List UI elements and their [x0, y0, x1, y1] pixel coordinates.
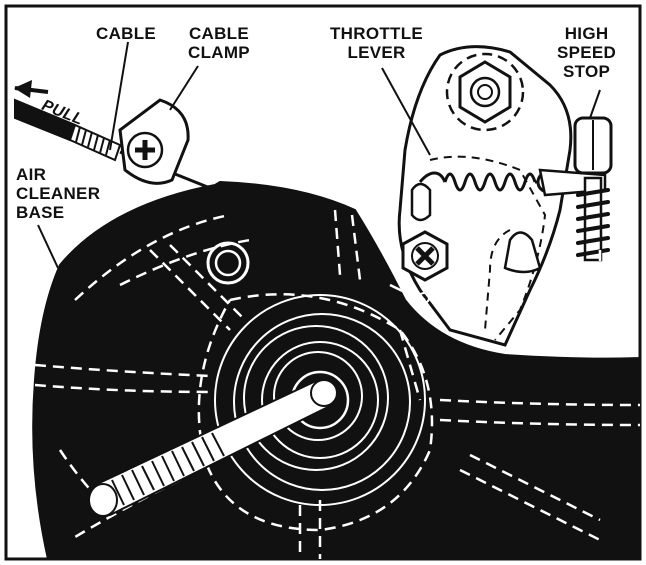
high-speed-stop-leader [589, 89, 601, 119]
leader-lines [37, 41, 601, 269]
cable-clamp [118, 98, 190, 185]
air-cleaner-base-leader [37, 224, 59, 269]
label-cable-clamp: CABLE CLAMP [188, 24, 250, 62]
cable-clamp-leader [169, 65, 199, 111]
label-cable: CABLE [96, 24, 157, 43]
threaded-stud [88, 378, 338, 517]
pull-arrow-icon [14, 80, 49, 98]
label-throttle-lever: THROTTLE LEVER [330, 24, 424, 62]
base-contour-lines [34, 209, 641, 559]
pivot-nut [445, 52, 525, 132]
keyhole-slot [503, 231, 542, 274]
throttle-lever-leader [381, 67, 431, 156]
coil-spring-rings [214, 294, 426, 506]
cable-leader [109, 41, 129, 151]
label-high-speed-stop: HIGH SPEED STOP [557, 24, 617, 81]
grommet-ring [206, 241, 250, 285]
high-speed-stop-screw [573, 116, 613, 262]
bracket-bolt [401, 230, 449, 282]
label-air-cleaner-base: AIR CLEANER BASE [16, 165, 101, 222]
